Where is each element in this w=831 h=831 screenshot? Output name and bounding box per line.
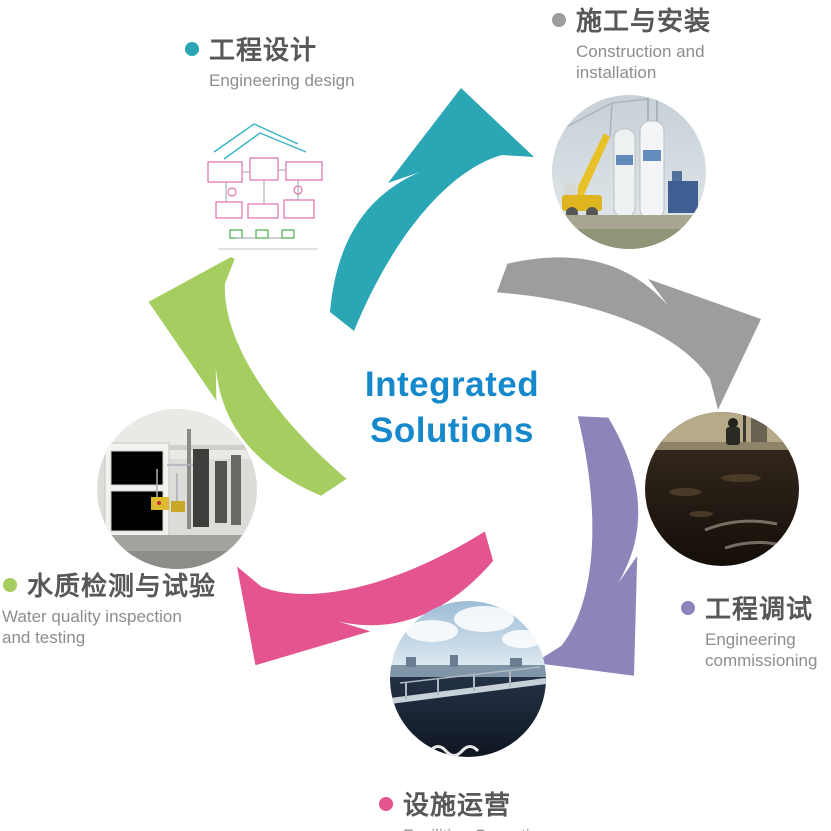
purple-bullet-icon bbox=[681, 600, 695, 615]
label-engineering-design: 工程设计 Engineering design bbox=[184, 30, 409, 91]
blue-equipment bbox=[668, 171, 698, 213]
treatment-facility-photo bbox=[390, 601, 546, 757]
schematic-pipes bbox=[213, 123, 307, 160]
label-en: Engineering design bbox=[209, 71, 355, 90]
gray-bullet-icon bbox=[552, 12, 566, 27]
laboratory-photo bbox=[97, 409, 257, 569]
dark-instruments bbox=[187, 429, 241, 529]
arrow-engineering-design bbox=[330, 88, 534, 331]
center-circle: Integrated Solutions bbox=[345, 301, 559, 515]
mobile-crane bbox=[562, 133, 610, 219]
center-title-line1: Integrated bbox=[364, 365, 540, 404]
center-title-line2: Solutions bbox=[370, 411, 534, 450]
water-texture bbox=[669, 474, 761, 517]
label-en: Engineering commissioning bbox=[705, 630, 818, 671]
horizon-structures bbox=[390, 665, 546, 677]
distant-crane bbox=[561, 98, 649, 138]
walkway-edge bbox=[645, 442, 799, 450]
railing-posts bbox=[399, 666, 541, 699]
aeration-basin-photo bbox=[645, 412, 799, 566]
label-facilities-operations: 设施运营 Facilities Operations bbox=[378, 785, 613, 831]
schematic-bg bbox=[186, 102, 350, 266]
label-zh: 设施运营 bbox=[403, 790, 512, 820]
construction-illustration bbox=[552, 95, 706, 249]
green-bullet-icon bbox=[3, 577, 17, 592]
walkway-bridge bbox=[390, 678, 546, 704]
white-cabinet bbox=[104, 442, 170, 540]
tubes bbox=[156, 464, 193, 501]
aeration-illustration bbox=[645, 412, 799, 566]
schematic-connectors bbox=[216, 169, 320, 250]
frame-bar bbox=[97, 445, 257, 450]
label-engineering-commissioning: 工程调试 Engineering commissioning bbox=[680, 589, 831, 672]
label-zh: 工程调试 bbox=[705, 594, 814, 624]
label-en: Facilities Operations bbox=[403, 825, 613, 831]
pole bbox=[743, 412, 746, 442]
clouds bbox=[406, 606, 542, 648]
label-zh: 施工与安装 bbox=[576, 6, 712, 36]
schematic-illustration bbox=[186, 102, 350, 266]
construction-site-photo bbox=[552, 95, 706, 249]
label-zh: 水质检测与试验 bbox=[27, 571, 217, 601]
label-en: Water quality inspection and testing bbox=[2, 607, 182, 648]
process-schematic-photo bbox=[186, 102, 350, 266]
buildings bbox=[406, 655, 522, 667]
label-en: Construction and installation bbox=[576, 42, 705, 83]
label-zh: 工程设计 bbox=[209, 35, 318, 65]
label-construction-installation: 施工与安装 Construction and installation bbox=[551, 1, 721, 84]
storage-tanks bbox=[613, 120, 665, 220]
pink-bullet-icon bbox=[379, 796, 393, 811]
facility-illustration bbox=[390, 601, 546, 757]
teal-bullet-icon bbox=[185, 41, 199, 56]
worker-figure bbox=[726, 418, 740, 445]
equipment-box bbox=[751, 418, 767, 442]
laboratory-illustration bbox=[97, 409, 257, 569]
yellow-pumps bbox=[151, 497, 185, 512]
label-water-quality: 水质检测与试验 Water quality inspection and tes… bbox=[2, 566, 216, 649]
